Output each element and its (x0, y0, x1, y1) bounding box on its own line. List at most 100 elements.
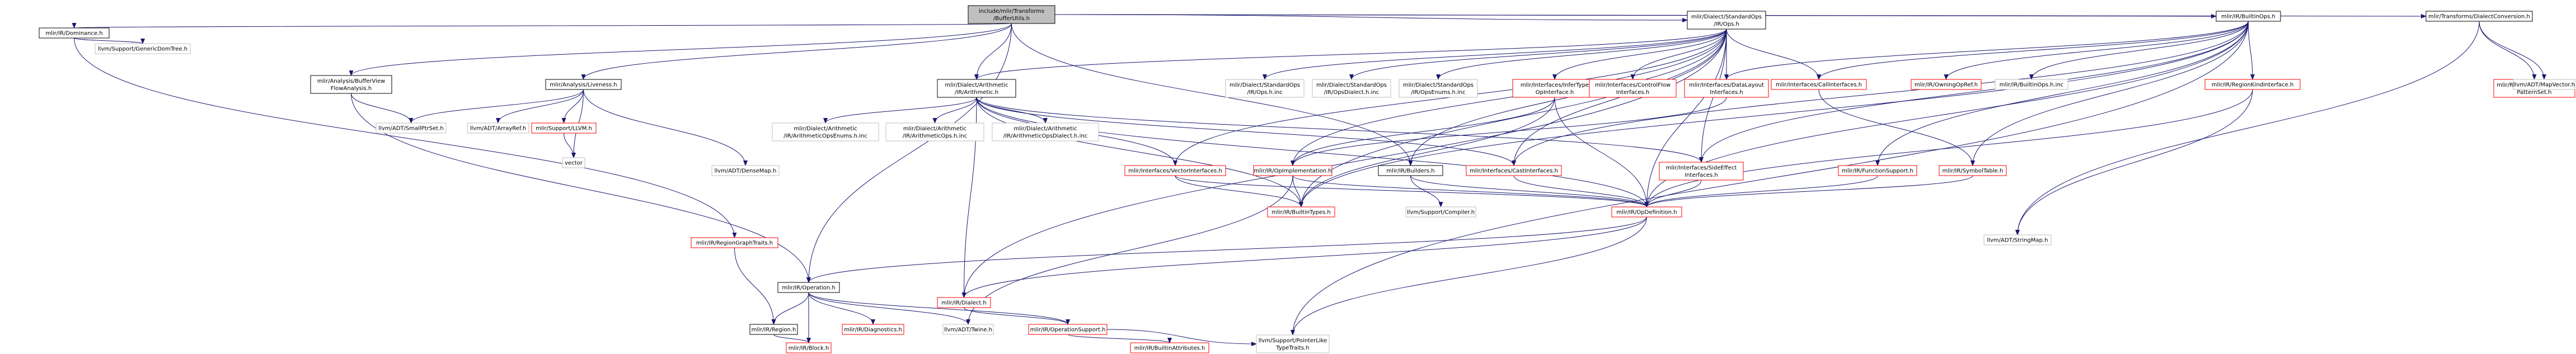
node-label: mlir/Support/LLVM.h (536, 126, 592, 132)
edge-vector_ifaces-to-builtin_types (1175, 175, 1303, 207)
edge-builtin_ops-to-cast_ifaces (1512, 21, 2249, 166)
node-function-support[interactable]: mlir/IR/FunctionSupport.h (1838, 165, 1917, 176)
node-label: mlir/Dialect/Arithmetic (945, 82, 1008, 88)
edge-operation-to-diagnostics (808, 292, 875, 325)
node-label: mlir/Dialect/Arithmetic (1013, 126, 1077, 132)
edge-builtin_ops-to-builtin_types (1299, 21, 2249, 207)
node-op-impl[interactable]: mlir/IR/OpImplementation.h (1253, 165, 1332, 176)
node-block[interactable]: mlir/IR/Block.h (786, 342, 832, 353)
node-label: mlir/IR/BuiltinTypes.h (1271, 210, 1331, 216)
node-region-graph-traits[interactable]: mlir/IR/RegionGraphTraits.h (691, 237, 778, 248)
node-box (885, 122, 984, 141)
edge-arith-to-cast_ifaces (976, 97, 1516, 166)
node-label: mlir/IR/Builders.h (1386, 168, 1434, 174)
node-std-ops[interactable]: mlir/Dialect/StandardOps/IR/Ops.h (1687, 11, 1766, 30)
node-label: mlir/IR/RegionGraphTraits.h (696, 240, 773, 247)
node-op-support[interactable]: mlir/IR/OperationSupport.h (1028, 324, 1108, 335)
edge-op_impl-to-op_definition (1292, 175, 1649, 207)
node-operation[interactable]: mlir/IR/Operation.h (777, 282, 840, 293)
edge-builtin_ops-to-owning_op_ref (1944, 21, 2249, 80)
node-box (1771, 79, 1867, 90)
edge-root-to-liveness (581, 23, 1012, 80)
edge-arith-to-side_effect (976, 97, 1704, 163)
edge-builtin_ops-to-data_layout (1724, 21, 2249, 80)
node-box (1983, 234, 2052, 246)
node-box (1028, 324, 1108, 335)
node-label: mlir/IR/OpImplementation.h (1254, 168, 1331, 174)
node-op-definition[interactable]: mlir/IR/OpDefinition.h (1611, 206, 1682, 218)
node-map-vector: llvm/ADT/MapVector.h (2513, 79, 2575, 90)
edge-std_ops-to-std_dialect_inc (1349, 29, 1727, 80)
node-liveness[interactable]: mlir/Analysis/Liveness.h (545, 79, 622, 90)
edge-std_ops-to-call_ifaces (1726, 29, 1821, 80)
node-diagnostics[interactable]: mlir/IR/Diagnostics.h (842, 324, 904, 335)
node-owning-op-ref[interactable]: mlir/IR/OwningOpRef.h (1911, 79, 1982, 90)
node-label: Interfaces.h (1710, 89, 1743, 96)
node-box (992, 122, 1099, 141)
edge-root-to-builders (1011, 23, 1413, 166)
node-dialect-conv[interactable]: mlir/Transforms/DialectConversion.h (2425, 11, 2533, 22)
node-label: Interfaces.h (1616, 89, 1650, 96)
node-label: mlir/IR/Diagnostics.h (844, 327, 902, 333)
node-builtin-types[interactable]: mlir/IR/BuiltinTypes.h (1267, 206, 1335, 218)
node-cast-ifaces[interactable]: mlir/Interfaces/CastInterfaces.h (1466, 165, 1562, 176)
edge-std_ops-to-control_flow (1630, 29, 1727, 80)
edge-region-to-block (773, 334, 811, 343)
node-label: FlowAnalysis.h (331, 86, 372, 92)
node-dialect[interactable]: mlir/IR/Dialect.h (937, 297, 991, 308)
node-arith-enums: mlir/Dialect/Arithmetic/IR/ArithmeticOps… (772, 122, 879, 141)
node-region[interactable]: mlir/IR/Region.h (749, 324, 798, 335)
node-std-enums-inc: mlir/Dialect/StandardOps/IR/OpsEnums.h.i… (1399, 79, 1478, 98)
edge-arith-to-op_definition (976, 97, 1649, 207)
node-arith[interactable]: mlir/Dialect/Arithmetic/IR/Arithmetic.h (937, 79, 1016, 98)
edge-std_ops-to-op_impl (1291, 29, 1727, 166)
edge-dominance-to-generic_dom_tree (74, 37, 145, 44)
edge-root-to-buffer_view_flow (349, 23, 1012, 76)
node-label: /IR/Ops.h.inc (1247, 89, 1282, 96)
node-label: /BufferUtils.h (993, 16, 1030, 22)
edge-infer_type-to-builtin_types (1299, 97, 1555, 207)
node-label: include/mlir/Transforms (979, 8, 1044, 15)
node-region-kind[interactable]: mlir/IR/RegionKindInterface.h (2204, 79, 2301, 90)
node-label: mlir/IR/OwningOpRef.h (1915, 82, 1978, 88)
edge-dialect_conv-to-frozen_rewrite (2479, 21, 2537, 80)
edge-operation-to-region (771, 292, 809, 325)
edge-infer_type-to-op_impl (1291, 97, 1555, 166)
edge-buffer_view_flow-to-operation (351, 93, 811, 283)
edge-op_impl-to-twine (966, 175, 1293, 325)
edge-builders-to-op_definition (1410, 175, 1649, 207)
node-builders[interactable]: mlir/IR/Builders.h (1378, 165, 1443, 176)
node-label: mlir/Interfaces/ControlFlow (1595, 82, 1671, 88)
node-label: mlir/Dialect/StandardOps (1230, 82, 1300, 88)
node-builtin-ops[interactable]: mlir/IR/BuiltinOps.h (2216, 11, 2281, 22)
node-vector-ifaces[interactable]: mlir/Interfaces/VectorInterfaces.h (1124, 165, 1226, 176)
node-box (376, 122, 447, 134)
edge-vector_ifaces-to-op_definition (1175, 175, 1649, 207)
node-call-ifaces[interactable]: mlir/Interfaces/CallInterfaces.h (1771, 79, 1867, 90)
node-std-ops-inc: mlir/Dialect/StandardOps/IR/Ops.h.inc (1225, 79, 1305, 98)
node-box (937, 297, 991, 308)
node-support-llvm[interactable]: mlir/Support/LLVM.h (531, 122, 597, 134)
node-symbol-table[interactable]: mlir/IR/SymbolTable.h (1939, 165, 2007, 176)
node-root: include/mlir/Transforms/BufferUtils.h (968, 5, 1055, 24)
node-label: mlir/Interfaces/InferType (1521, 82, 1589, 88)
edge-dialect-to-op_support (964, 307, 1070, 325)
node-label: mlir/IR/Operation.h (782, 285, 835, 291)
edge-op_definition-to-pointer_like (1291, 216, 1647, 336)
node-dominance[interactable]: mlir/IR/Dominance.h (39, 27, 110, 39)
node-builtin-attrs[interactable]: mlir/IR/BuiltinAttributes.h (1130, 342, 1209, 353)
node-label: /IR/Ops.h (1714, 21, 1739, 27)
node-box (1838, 165, 1917, 176)
edge-std_ops-to-arith (974, 29, 1727, 80)
edge-dialect_conv-to-map_vector (2479, 21, 2546, 80)
edge-liveness-to-array_ref (496, 89, 584, 124)
node-box (842, 324, 904, 335)
edge-call_ifaces-to-symbol_table (1818, 89, 1975, 166)
node-string-map: llvm/ADT/StringMap.h (1983, 234, 2052, 246)
